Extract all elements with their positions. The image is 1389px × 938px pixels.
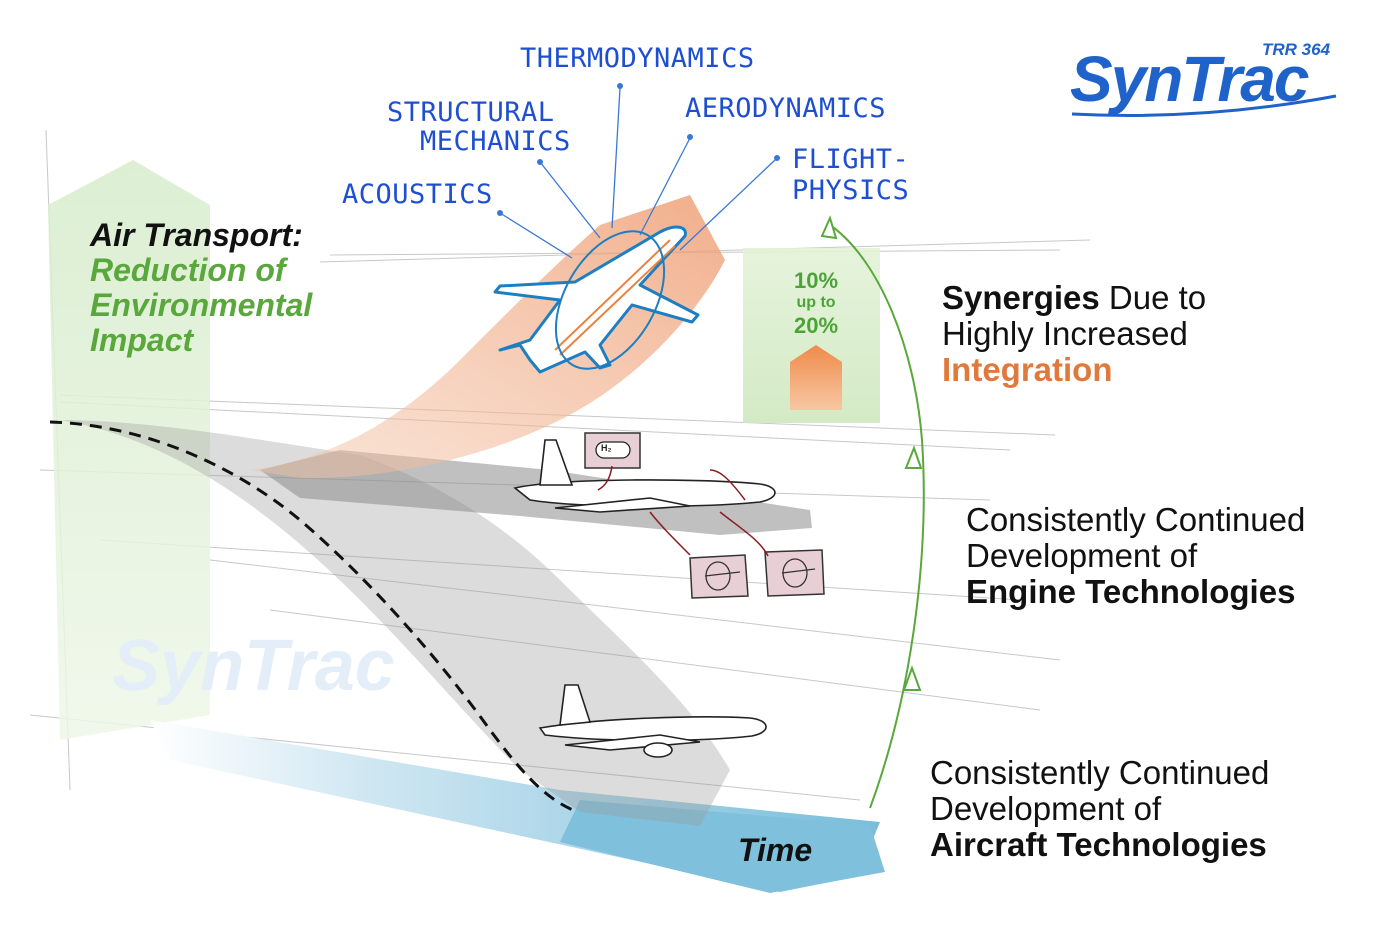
leader-lines — [499, 87, 776, 259]
synergy-line-1: Synergies Due to — [942, 280, 1206, 316]
engine-line-2: Development of — [966, 537, 1198, 574]
stat-low: 10% — [793, 268, 839, 293]
arc-arrowhead-mid — [904, 445, 923, 469]
h2-label: H₂ — [601, 443, 612, 453]
stat-mid: up to — [796, 294, 836, 311]
time-band-arrow — [560, 800, 885, 893]
engine-line-1: Consistently Continued — [966, 501, 1306, 538]
synergy-rest: Due to — [1099, 279, 1207, 316]
connector-arrows — [597, 465, 769, 557]
goal-arrow-band — [48, 160, 210, 740]
label-flight-2: PHYSICS — [792, 175, 910, 206]
synergy-line-2: Highly Increased — [942, 315, 1188, 352]
goal-line-3: Environmental — [90, 287, 313, 323]
goal-text: Air Transport: Reduction of Environmenta… — [90, 218, 312, 358]
leader-dots — [497, 83, 780, 216]
increase-arrow-icon — [790, 345, 842, 410]
label-flight-1: FLIGHT- — [792, 144, 910, 175]
label-structural-1: STRUCTURAL — [387, 97, 555, 128]
time-label: Time — [738, 832, 813, 868]
aircraft-line-2: Development of — [930, 790, 1162, 827]
goal-line-2: Reduction of — [90, 252, 286, 288]
arc-arrowhead-top — [820, 215, 838, 240]
logo-swoosh — [1071, 94, 1337, 117]
engine-line-3: Engine Technologies — [966, 573, 1296, 610]
watermark-logo: SynTrac — [112, 626, 395, 706]
aircraft-line-1: Consistently Continued — [930, 754, 1270, 791]
trajectory-dashed — [49, 420, 579, 814]
h2-tank-inset — [584, 432, 641, 469]
progress-arc — [829, 224, 925, 809]
aircraft-text: Consistently Continued Development of Ai… — [930, 755, 1269, 863]
label-acoustics: ACOUSTICS — [342, 179, 493, 210]
logo-tag: TRR 364 — [1262, 40, 1331, 59]
aircraft-line-3: Aircraft Technologies — [930, 826, 1267, 863]
label-thermodynamics: THERMODYNAMICS — [520, 43, 755, 74]
synergy-bold: Synergies — [942, 279, 1100, 316]
integrated-aircraft-icon — [493, 225, 700, 374]
engine-text: Consistently Continued Development of En… — [966, 502, 1305, 610]
conventional-aircraft-sketch — [538, 684, 767, 758]
goal-line-4: Impact — [90, 322, 194, 358]
logo-name: SynTrac — [1070, 43, 1309, 115]
label-aerodynamics: AERODYNAMICS — [685, 93, 887, 124]
arc-arrowhead-low — [902, 665, 922, 691]
goal-line-1: Air Transport: — [90, 217, 303, 253]
engine-fan-icons — [704, 558, 816, 591]
engine-inset-right — [764, 549, 825, 597]
synergy-line-3: Integration — [942, 351, 1113, 388]
label-structural-2: MECHANICS — [420, 126, 571, 157]
synergy-text: Synergies Due to Highly Increased Integr… — [942, 280, 1206, 388]
stat-high: 20% — [793, 313, 839, 338]
hydrogen-aircraft-sketch — [513, 439, 776, 513]
engine-inset-left — [689, 554, 749, 599]
